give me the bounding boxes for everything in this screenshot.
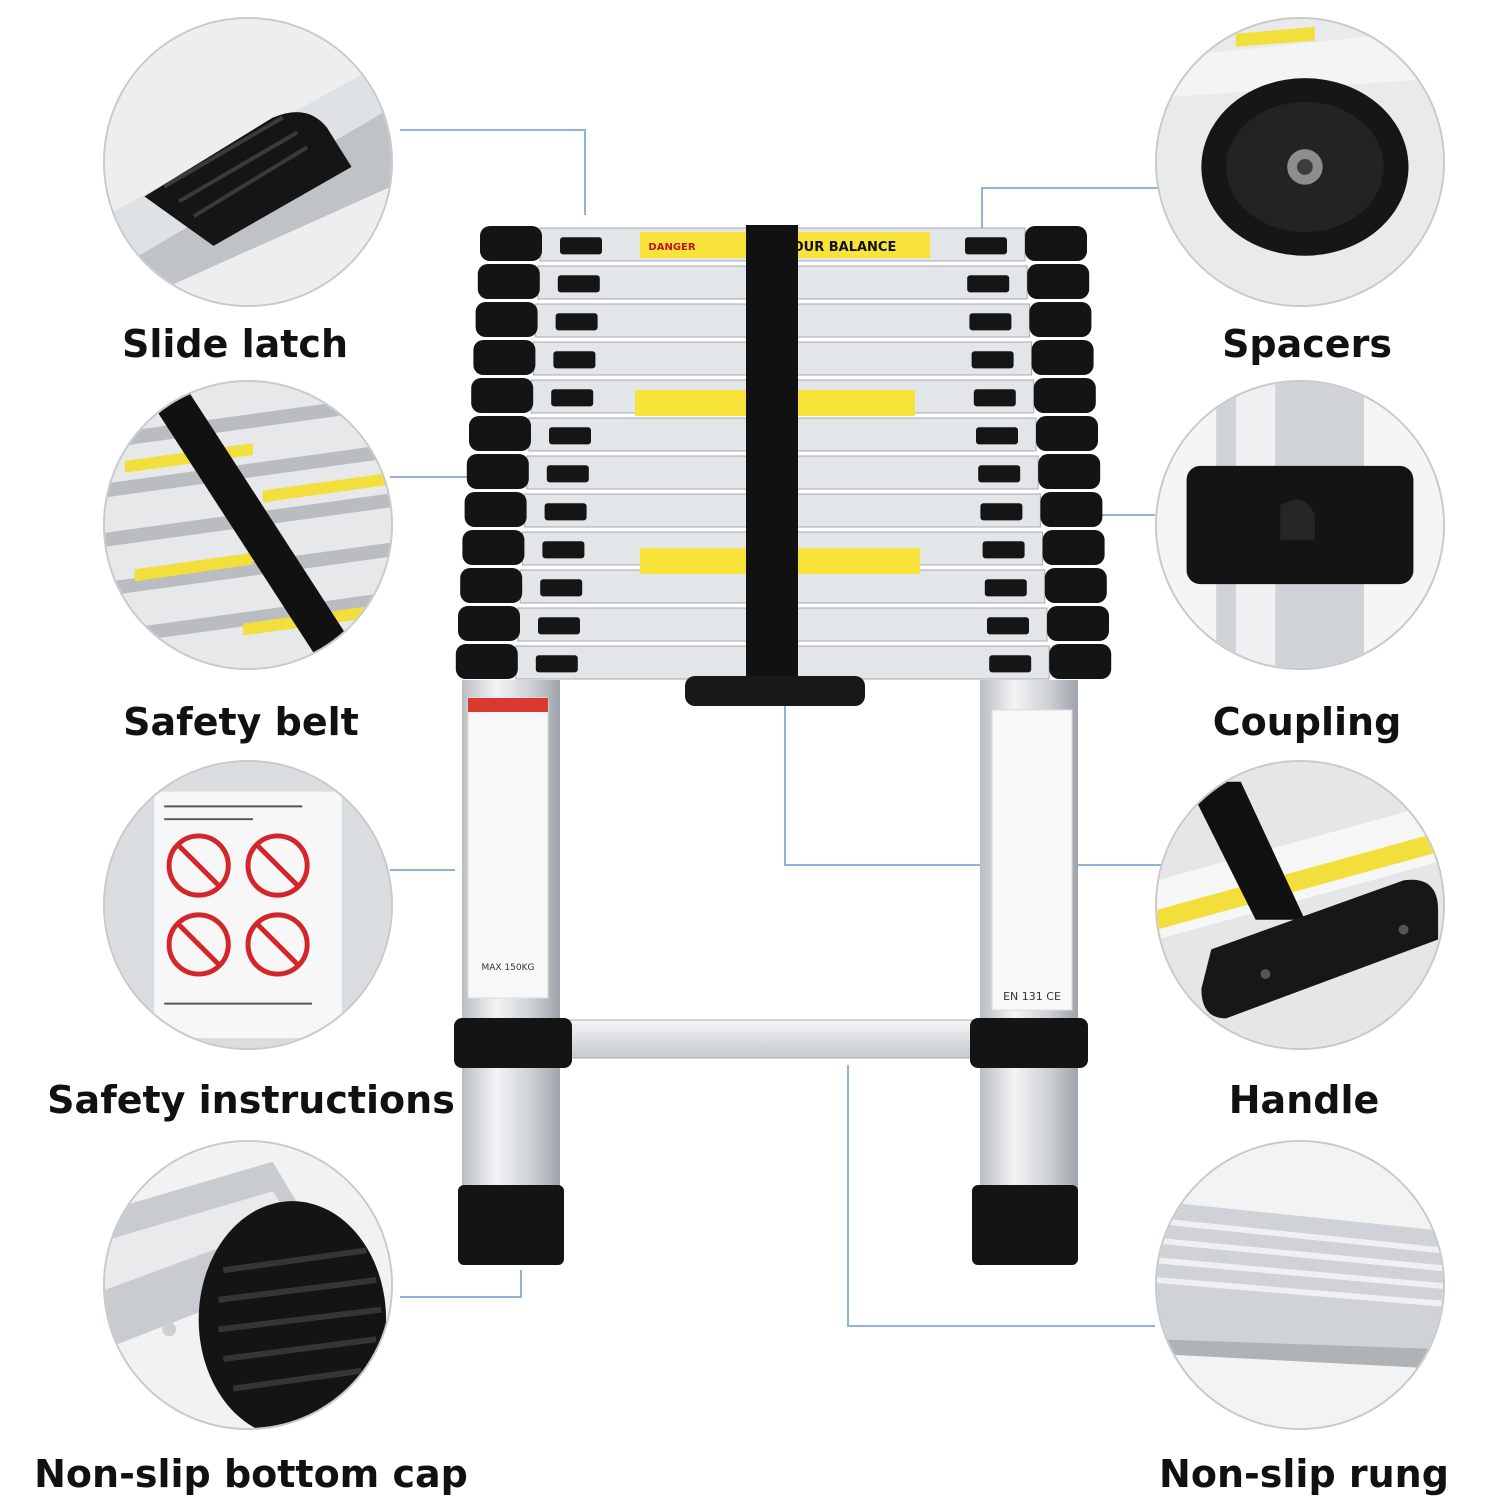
left-slide-latch-4 [553,351,596,369]
right-rung-cap-11 [1047,606,1109,641]
bottom-cap-image [105,1142,391,1428]
handle-image [1157,762,1443,1048]
left-slide-latch-5 [551,389,594,407]
label-handle: Handle [1228,1078,1380,1122]
left-rung-cap-8 [464,492,527,527]
max-load-text: MAX 150KG [481,963,534,973]
right-rung-cap-3 [1029,302,1092,337]
telescopic-ladder: EN 131 CE MAX 150KG DANGER YOUR BALANCE [454,225,1112,1265]
left-rung-cap-5 [471,378,534,413]
safety-belt-image [105,382,391,668]
left-rung-cap-12 [455,644,518,679]
label-non-slip-bottom-cap: Non-slip bottom cap [34,1452,468,1496]
connector-slide-latch [400,129,586,215]
left-rung-cap-7 [466,454,529,489]
bottom-cap-detail [103,1140,393,1430]
carry-handle [685,676,865,706]
right-slide-latch-6 [976,427,1018,445]
left-rung-cap-10 [460,568,523,603]
slide-latch-detail [103,17,393,307]
left-slide-latch-10 [540,579,583,597]
left-slide-latch-3 [555,313,598,331]
left-rung-cap-3 [475,302,538,337]
right-slide-latch-5 [973,389,1016,407]
safety-instructions-image [105,762,391,1048]
right-rung-cap-7 [1038,454,1101,489]
right-foot [972,1185,1078,1265]
coupling-detail [1155,380,1445,670]
spacers-image [1157,19,1443,305]
right-slide-latch-3 [969,313,1012,331]
danger-text: DANGER [648,242,695,253]
handle-detail [1155,760,1445,1050]
left-safety-sticker [467,697,549,999]
right-slide-latch-2 [967,275,1010,293]
label-slide-latch: Slide latch [121,322,349,366]
safety-instructions-detail [103,760,393,1050]
label-safety-belt: Safety belt [123,700,359,744]
left-slide-latch-6 [549,427,591,445]
right-slide-latch-4 [971,351,1014,369]
right-rung-cap-1 [1025,226,1087,261]
rung-image [1157,1142,1443,1428]
left-rung-cap-1 [480,226,542,261]
right-coupling [970,1018,1088,1068]
label-spacers: Spacers [1222,322,1392,366]
slide-latch-image [105,19,391,305]
right-slide-latch-12 [989,655,1032,673]
right-rung-cap-8 [1040,492,1103,527]
right-safety-sticker [991,709,1073,1011]
right-slide-latch-7 [978,465,1021,483]
balance-text: YOUR BALANCE [783,240,897,255]
right-slide-latch-11 [987,617,1029,635]
right-rung-cap-12 [1049,644,1112,679]
right-slide-latch-9 [982,541,1025,559]
left-slide-latch-8 [544,503,587,521]
left-coupling [454,1018,572,1068]
right-rung-cap-9 [1042,530,1105,565]
bottom-rung [549,1019,991,1059]
safety-belt-detail [103,380,393,670]
spacers-detail [1155,17,1445,307]
left-slide-latch-9 [542,541,585,559]
left-slide-latch-2 [557,275,600,293]
left-slide-latch-7 [546,465,589,483]
left-rung-cap-6 [469,416,531,451]
left-foot [458,1185,564,1265]
right-rung-cap-2 [1027,264,1090,299]
coupling-image [1157,382,1443,668]
label-safety-instructions: Safety instructions [47,1078,455,1122]
right-rung-cap-6 [1036,416,1098,451]
right-slide-latch-1 [965,237,1007,255]
right-rung-cap-5 [1033,378,1096,413]
label-non-slip-rung: Non-slip rung [1159,1452,1449,1496]
left-rung-cap-2 [477,264,540,299]
left-slide-latch-11 [538,617,580,635]
rung-detail [1155,1140,1445,1430]
label-coupling: Coupling [1212,700,1402,744]
right-slide-latch-10 [984,579,1027,597]
standard-text: EN 131 CE [1003,990,1061,1003]
left-rung-cap-11 [458,606,520,641]
left-rung-cap-9 [462,530,525,565]
right-slide-latch-8 [980,503,1023,521]
left-slide-latch-12 [535,655,578,673]
safety-belt-strap [746,225,798,680]
right-rung-cap-4 [1031,340,1094,375]
right-rung-cap-10 [1044,568,1107,603]
left-rung-cap-4 [473,340,536,375]
left-slide-latch-1 [560,237,602,255]
